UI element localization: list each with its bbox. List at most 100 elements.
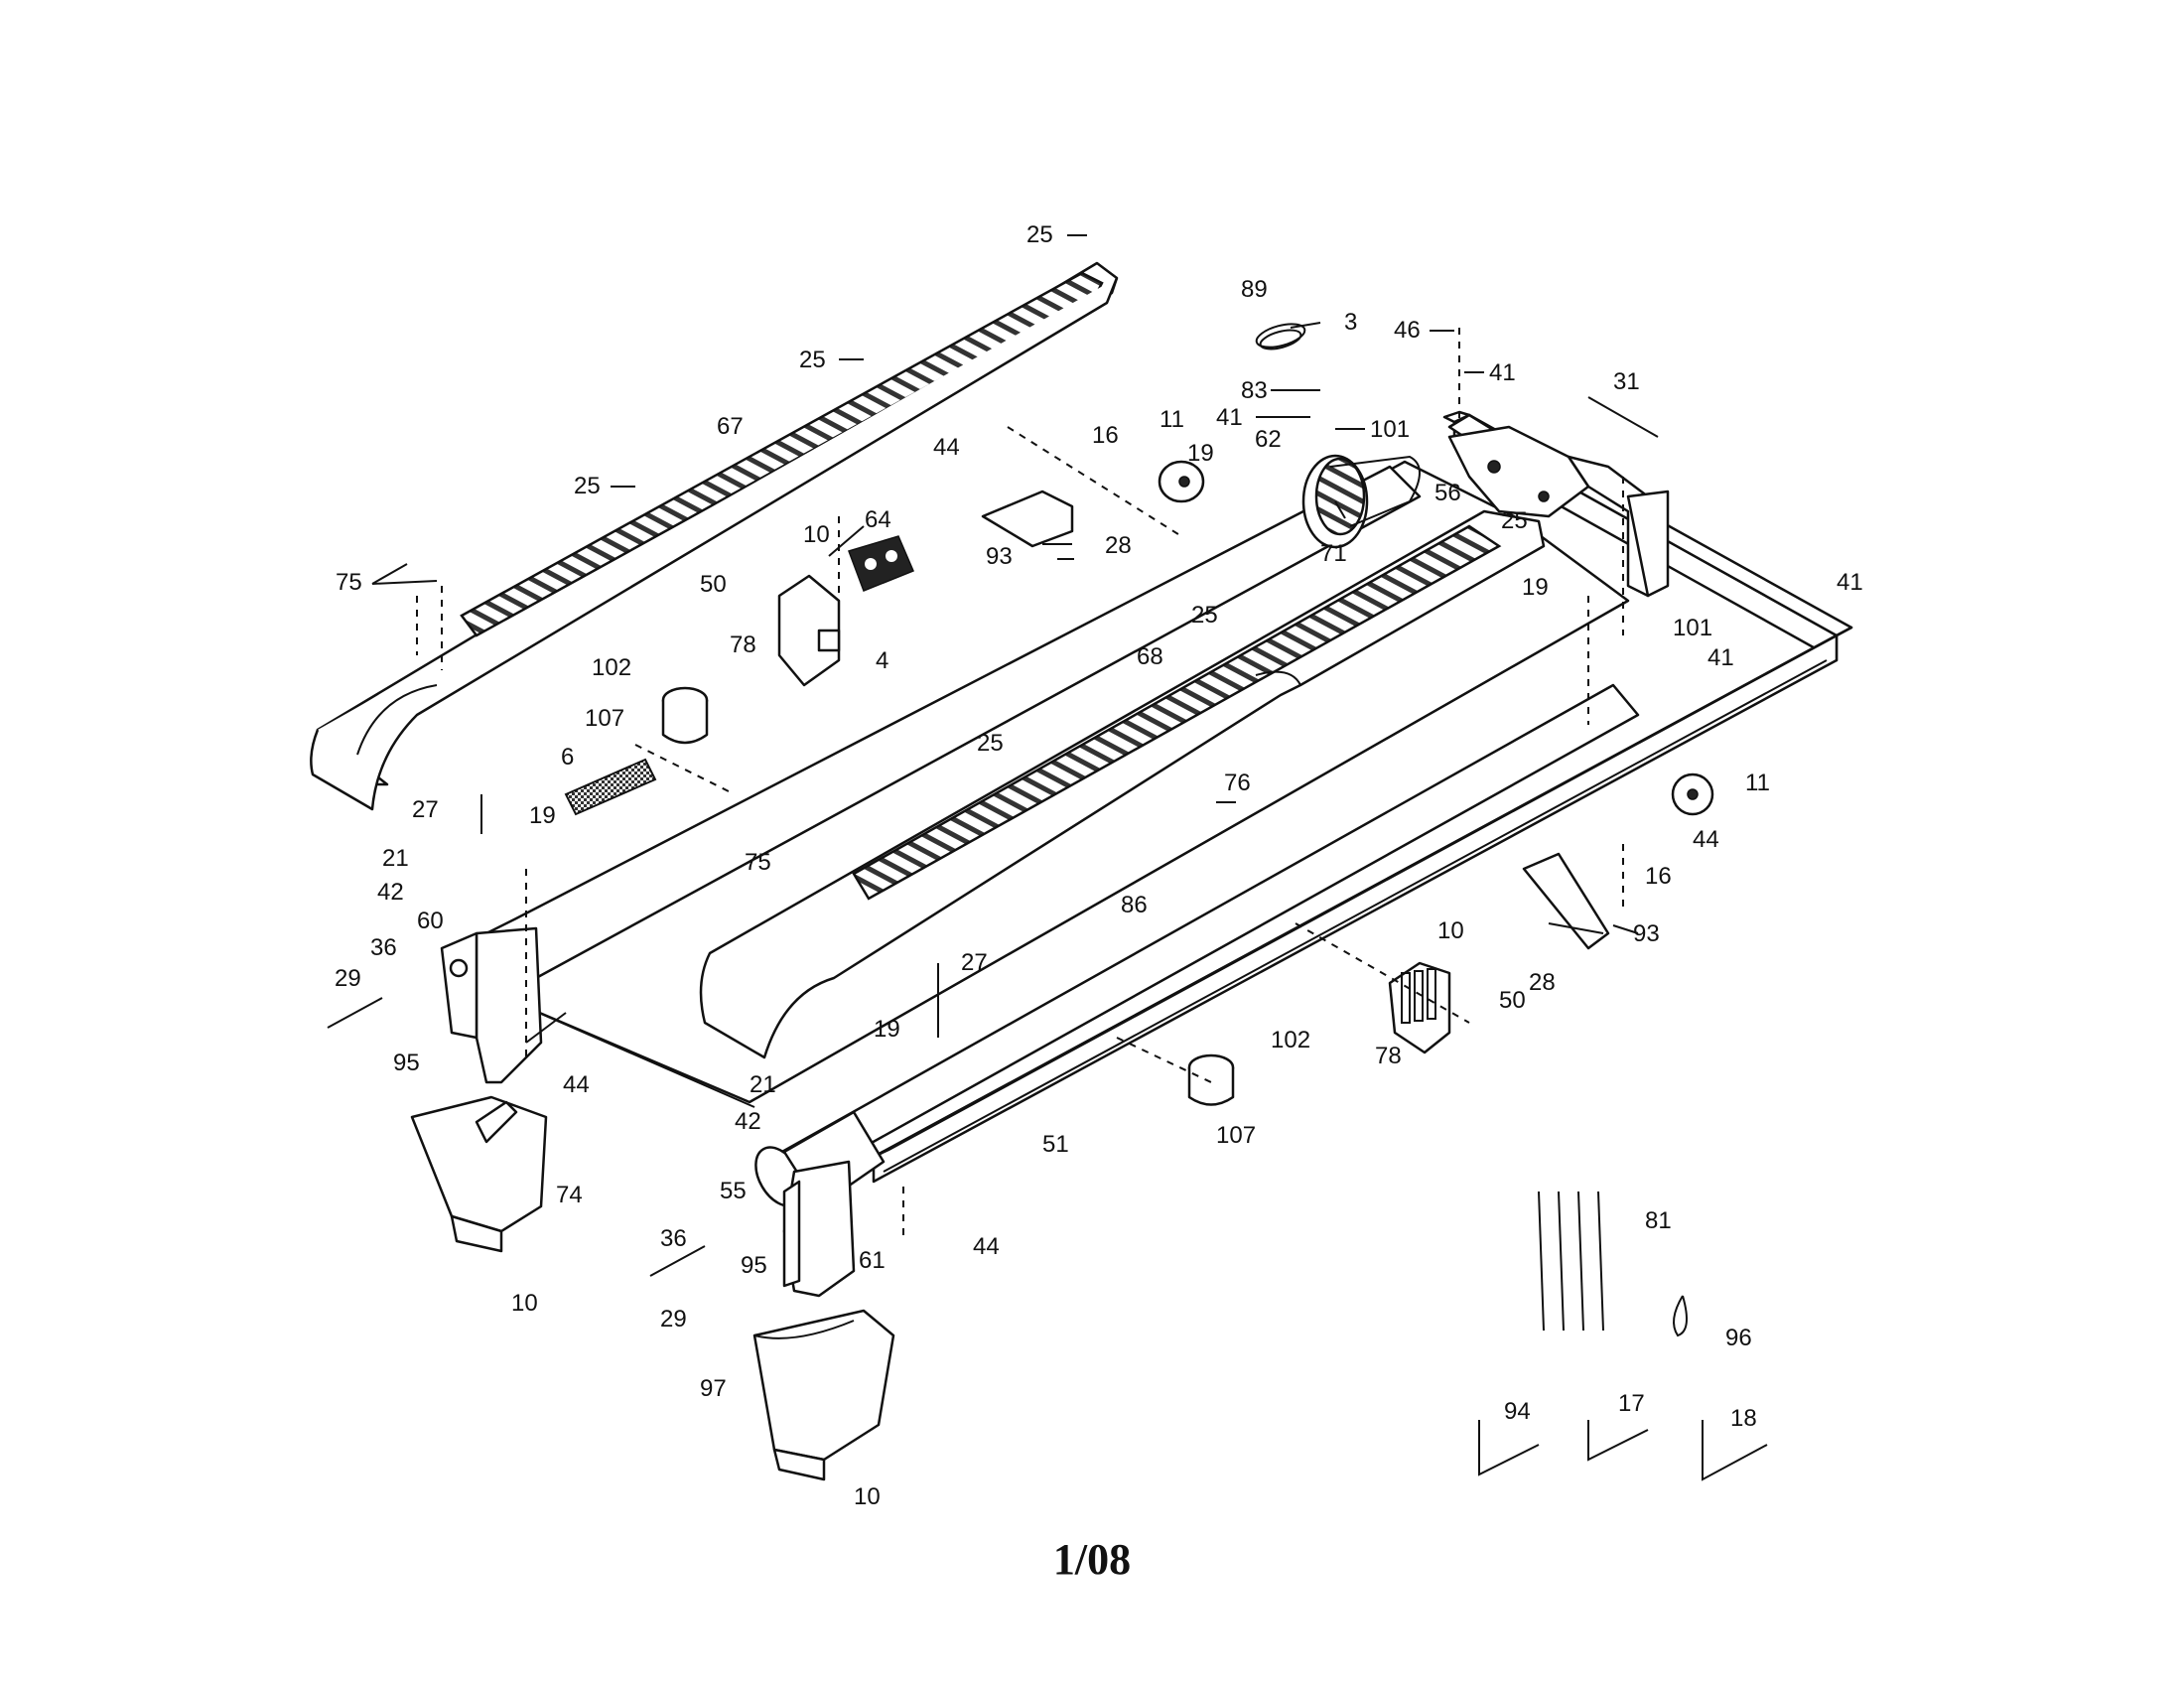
callout-101: 101 [1370, 416, 1410, 443]
callout-29: 29 [660, 1306, 687, 1333]
callout-27: 27 [412, 796, 439, 823]
page-footer-date: 1/08 [1052, 1535, 1132, 1584]
callout-44: 44 [563, 1071, 590, 1098]
callout-107: 107 [1216, 1122, 1256, 1149]
callout-71: 71 [1320, 540, 1347, 567]
wheel-11-right [1671, 772, 1714, 816]
left-side-rail [310, 261, 1119, 811]
callout-16: 16 [1092, 422, 1119, 449]
callout-44: 44 [933, 434, 960, 461]
callout-27: 27 [961, 949, 988, 976]
callout-29: 29 [335, 965, 361, 992]
hardware-bolts [327, 396, 1659, 1277]
callout-41: 41 [1489, 359, 1516, 386]
callout-44: 44 [1693, 826, 1719, 853]
callout-83: 83 [1241, 377, 1268, 404]
callout-67: 67 [717, 413, 744, 440]
isolator-107-left [661, 686, 709, 745]
callout-62: 62 [1255, 426, 1282, 453]
callout-41: 41 [1216, 404, 1243, 431]
left-front-foot-cover [410, 1095, 548, 1253]
motor-bracket [1447, 425, 1590, 518]
callout-25: 25 [977, 730, 1004, 757]
callout-36: 36 [370, 934, 397, 961]
callout-11: 11 [1745, 770, 1770, 796]
callout-97: 97 [700, 1375, 727, 1402]
callout-25: 25 [1191, 602, 1218, 629]
callout-18: 18 [1730, 1405, 1757, 1432]
callout-51: 51 [1042, 1131, 1069, 1158]
leveler-bracket-93-right [1522, 852, 1610, 950]
callout-64: 64 [865, 506, 891, 533]
wire-harness-89 [1255, 322, 1321, 351]
callout-36: 36 [660, 1225, 687, 1252]
callout-68: 68 [1137, 643, 1163, 670]
right-front-foot-bracket [782, 1160, 856, 1298]
callout-102: 102 [1271, 1027, 1310, 1053]
drive-pulley [1301, 454, 1421, 549]
callout-74: 74 [556, 1182, 583, 1208]
wheel-11-left [1158, 460, 1205, 503]
callout-60: 60 [417, 908, 444, 934]
right-side-rail [699, 509, 1546, 1059]
callout-10: 10 [854, 1483, 881, 1510]
left-front-foot-bracket [440, 926, 543, 1084]
callout-78: 78 [1375, 1043, 1402, 1069]
assembly-dashed-lines [416, 328, 1624, 1236]
callout-19: 19 [874, 1016, 900, 1043]
callout-107: 107 [585, 705, 624, 732]
callout-78: 78 [730, 632, 756, 658]
callout-44: 44 [973, 1233, 1000, 1260]
warning-decal [564, 758, 657, 816]
leader-lines [371, 234, 1639, 1044]
callout-93: 93 [986, 543, 1013, 570]
callout-102: 102 [592, 654, 631, 681]
callout-25: 25 [1026, 221, 1053, 248]
key-96 [1673, 1295, 1688, 1337]
callout-41: 41 [1707, 644, 1734, 671]
callout-42: 42 [377, 879, 404, 906]
callout-19: 19 [1522, 574, 1549, 601]
callout-46: 46 [1394, 317, 1421, 344]
callout-25: 25 [574, 473, 601, 499]
callout-50: 50 [700, 571, 727, 598]
callout-56: 56 [1434, 480, 1461, 506]
callout-6: 6 [561, 744, 574, 771]
callout-10: 10 [1437, 917, 1464, 944]
stand-bracket [777, 574, 841, 687]
callout-93: 93 [1633, 920, 1660, 947]
callout-95: 95 [393, 1050, 420, 1076]
callout-42: 42 [735, 1108, 761, 1135]
callout-61: 61 [859, 1247, 886, 1274]
callout-10: 10 [511, 1290, 538, 1317]
leveler-bracket-93-left [981, 490, 1074, 548]
callout-25: 25 [799, 347, 826, 373]
callout-96: 96 [1725, 1325, 1752, 1351]
callout-94: 94 [1504, 1398, 1531, 1425]
cable-ties-81 [1538, 1191, 1604, 1332]
right-front-foot-cover [752, 1309, 895, 1481]
callout-50: 50 [1499, 987, 1526, 1014]
callout-28: 28 [1529, 969, 1556, 996]
callout-31: 31 [1613, 368, 1640, 395]
callout-4: 4 [876, 647, 888, 674]
callout-3: 3 [1344, 309, 1357, 336]
rear-stand-bracket [1388, 961, 1451, 1054]
callout-86: 86 [1121, 892, 1148, 918]
frame-rail-front [872, 626, 1853, 1184]
callout-28: 28 [1105, 532, 1132, 559]
callout-19: 19 [1187, 440, 1214, 467]
callout-41: 41 [1837, 569, 1863, 596]
callout-10: 10 [803, 521, 830, 548]
callout-25: 25 [1501, 507, 1528, 534]
callout-21: 21 [750, 1071, 776, 1098]
callout-75: 75 [745, 849, 771, 876]
callout-16: 16 [1645, 863, 1672, 890]
callout-75: 75 [336, 569, 362, 596]
callout-55: 55 [720, 1178, 747, 1204]
callout-17: 17 [1618, 1390, 1645, 1417]
callout-101: 101 [1673, 615, 1712, 641]
callout-labels: 25 25 67 25 75 89 3 46 41 31 83 41 101 4… [335, 221, 1863, 1510]
callout-11: 11 [1160, 406, 1184, 433]
